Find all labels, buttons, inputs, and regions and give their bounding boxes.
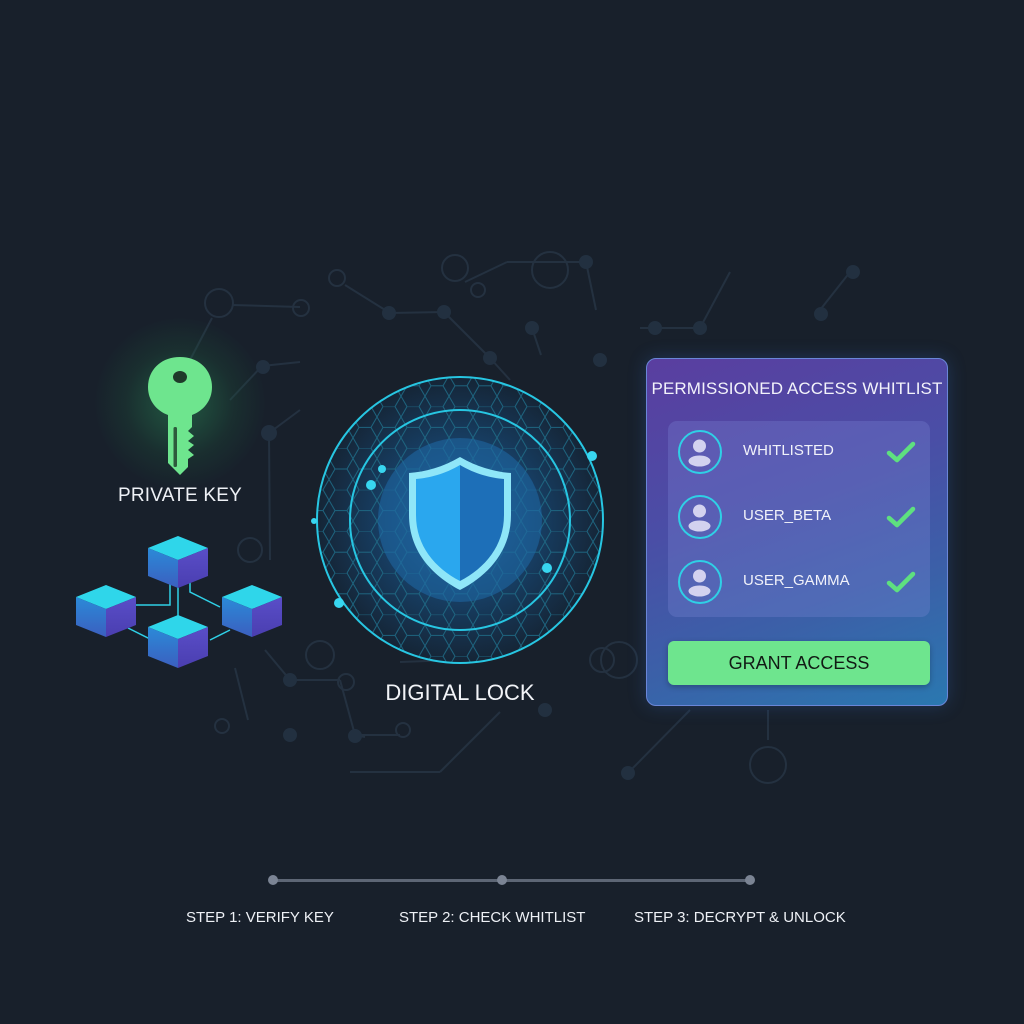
block-node-bottom — [148, 615, 208, 668]
user-avatar-icon — [678, 495, 722, 539]
check-icon — [886, 506, 916, 528]
step-3-dot[interactable] — [745, 875, 755, 885]
private-key-label: PRIVATE KEY — [118, 485, 242, 506]
digital-lock-label: DIGITAL LOCK — [385, 680, 535, 705]
step-2-dot[interactable] — [497, 875, 507, 885]
step-3-label: STEP 3: DECRYPT & UNLOCK — [634, 909, 846, 926]
user-row[interactable]: USER_GAMMA — [668, 556, 930, 612]
panel-title: PERMISSIONED ACCESS WHITLIST — [651, 379, 943, 398]
check-icon — [886, 441, 916, 463]
block-node-right — [222, 585, 282, 637]
user-name: WHITLISTED — [743, 442, 834, 459]
digital-lock-graphic — [311, 376, 604, 664]
user-name: USER_BETA — [743, 507, 832, 524]
user-row[interactable]: USER_BETA — [668, 491, 930, 547]
step-1-dot[interactable] — [268, 875, 278, 885]
whitelist-panel: PERMISSIONED ACCESS WHITLIST WHITLISTED — [646, 358, 948, 706]
step-1-label: STEP 1: VERIFY KEY — [186, 909, 334, 926]
block-node-left — [76, 585, 136, 637]
user-avatar-icon — [678, 560, 722, 604]
key-icon — [148, 357, 212, 475]
blockchain-network-icon — [76, 536, 282, 668]
check-icon — [886, 571, 916, 593]
grant-access-button[interactable]: GRANT ACCESS — [668, 641, 930, 685]
user-row[interactable]: WHITLISTED — [668, 426, 930, 482]
user-list: WHITLISTED USER_BETA — [668, 421, 930, 617]
steps-progress-line — [273, 879, 751, 882]
step-2-label: STEP 2: CHECK WHITLIST — [399, 909, 586, 926]
user-avatar-icon — [678, 430, 722, 474]
block-node-top — [148, 536, 208, 588]
user-name: USER_GAMMA — [743, 572, 850, 589]
shield-icon — [409, 457, 511, 590]
